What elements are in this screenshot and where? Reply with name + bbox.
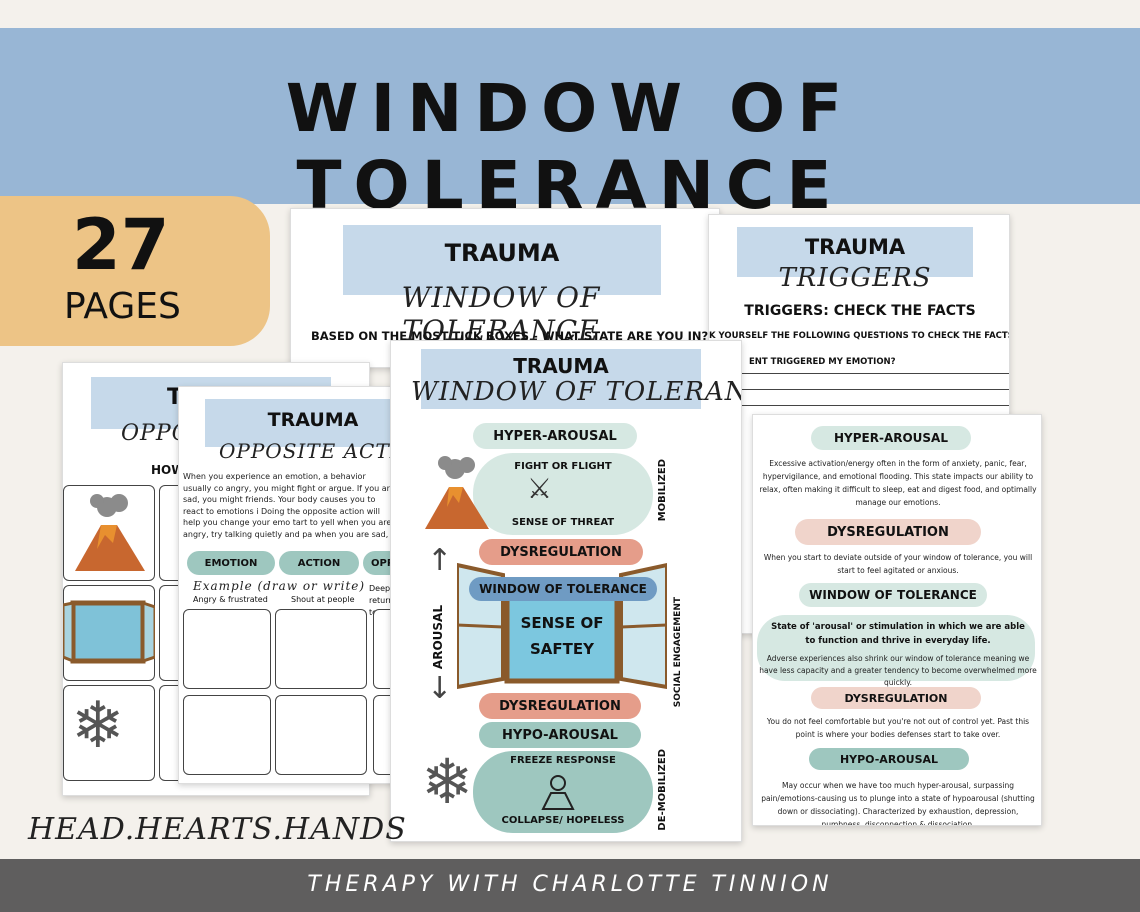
dysregulation-text: When you start to deviate outside of you… (763, 553, 1033, 576)
sense-of-safety-text: SENSE OF SAFTEY (520, 614, 604, 658)
arousal-up-arrow: ↑ (427, 543, 453, 578)
emotion-column-header: EMOTION (187, 551, 275, 575)
example-emotion: Angry & frustrated (193, 595, 268, 604)
fight-or-flight-text: FIGHT OR FLIGHT (514, 461, 612, 472)
hyper-arousal-label: HYPER-AROUSAL (473, 423, 637, 449)
window-of-tolerance-label: WINDOW OF TOLERANCE (799, 583, 987, 607)
sheet-title: TRAUMA (267, 409, 359, 431)
brand-logo-text: HEAD.HEARTS.HANDS (28, 812, 407, 847)
volcano-icon (75, 494, 145, 571)
how-label: HOW (151, 463, 185, 477)
sheet-question: BASED ON THE MOST TICK BOXES - WHAT STAT… (311, 329, 709, 343)
snowflake-icon: ❄ (421, 745, 473, 818)
social-engagement-label: SOCIAL ENGAGEMENT (673, 597, 683, 708)
dysregulation-label-2: DYSREGULATION (811, 687, 981, 709)
hyper-arousal-text: Excessive activation/energy often in the… (759, 459, 1037, 508)
mobilized-label: MOBILIZED (657, 459, 668, 522)
window-of-tolerance-label: WINDOW OF TOLERANCE (469, 577, 657, 601)
hypo-arousal-label: HYPO-AROUSAL (479, 722, 641, 748)
freeze-response-text: FREEZE RESPONSE (510, 755, 616, 766)
answer-cell (275, 609, 367, 689)
sheet-header (343, 225, 661, 295)
page-count: 27 (72, 204, 170, 286)
dysregulation-label-upper: DYSREGULATION (479, 539, 643, 565)
explanation-sheet: HYPER-AROUSAL Excessive activation/energ… (752, 414, 1042, 826)
answer-cell (183, 609, 271, 689)
dysregulation-label: DYSREGULATION (795, 519, 981, 545)
sheet-title: TRAUMA (444, 239, 560, 267)
hyper-arousal-label: HYPER-AROUSAL (811, 426, 971, 450)
sheet-header (421, 349, 701, 409)
opposite-action-sheet: TRAUMA OPPOSITE ACTION When you experien… (178, 386, 400, 784)
answer-line (739, 373, 1009, 374)
example-label: Example (draw or write) (193, 579, 366, 593)
hypo-arousal-text: May occur when we have too much hyper-ar… (761, 781, 1035, 826)
snowflake-icon: ❄ (71, 689, 125, 763)
dysregulation-text-2: You do not feel comfortable but you're n… (766, 717, 1030, 740)
window-highlight (757, 615, 1035, 681)
sheet-subtitle: WINDOW OF TOLERANCE (411, 377, 741, 407)
intro-text: When you experience an emotion, a behavi… (183, 472, 395, 543)
sense-of-threat-text: SENSE OF THREAT (511, 517, 615, 528)
answer-cell (183, 695, 271, 775)
sheet-header (737, 227, 973, 277)
pages-badge (0, 196, 270, 346)
question-text: ENT TRIGGERED MY EMOTION? (749, 357, 896, 367)
window-description: State of 'arousal' or stimulation in whi… (771, 622, 1025, 646)
person-collapse-icon (541, 775, 575, 810)
answer-line (739, 405, 1009, 406)
sheet-subtitle: TRIGGERS (778, 263, 932, 293)
answer-line (739, 389, 1009, 390)
example-action: Shout at people (291, 595, 355, 604)
arousal-down-arrow: ↓ (427, 671, 453, 706)
footer-text: THERAPY WITH CHARLOTTE TINNION (307, 872, 833, 897)
drawing-cell (63, 685, 155, 781)
volcano-icon (425, 456, 489, 529)
section-heading: TRIGGERS: CHECK THE FACTS (744, 303, 976, 319)
sheet-subtitle: OPPOSITE ACTION (219, 439, 399, 463)
collapse-hopeless-text: COLLAPSE/ HOPELESS (501, 815, 625, 826)
sheet-title: TRAUMA (513, 354, 609, 378)
de-mobilized-label: DE-MOBILIZED (657, 749, 668, 831)
page-count-label: PAGES (64, 286, 181, 327)
hypo-arousal-label: HYPO-AROUSAL (809, 748, 969, 770)
footer-bar (0, 859, 1140, 912)
dysregulation-label-lower: DYSREGULATION (479, 693, 641, 719)
arousal-label: AROUSAL (431, 605, 445, 670)
answer-cell (275, 695, 367, 775)
sheet-header (205, 399, 399, 447)
main-title: WINDOW OF TOLERANCE (285, 70, 855, 224)
fight-flight-panel (473, 453, 653, 535)
title-banner (0, 28, 1140, 204)
window-icon (63, 600, 155, 664)
fight-icon: ⚔ (527, 472, 553, 505)
center-sheet: TRAUMA WINDOW OF TOLERANCE HYPER-AROUSAL… (390, 340, 742, 842)
sheet-title: TRAUMA (804, 235, 906, 259)
window-text: Adverse experiences also shrink our wind… (759, 654, 1037, 687)
action-column-header: ACTION (279, 551, 359, 575)
instruction-text: K YOURSELF THE FOLLOWING QUESTIONS TO CH… (709, 331, 1010, 341)
